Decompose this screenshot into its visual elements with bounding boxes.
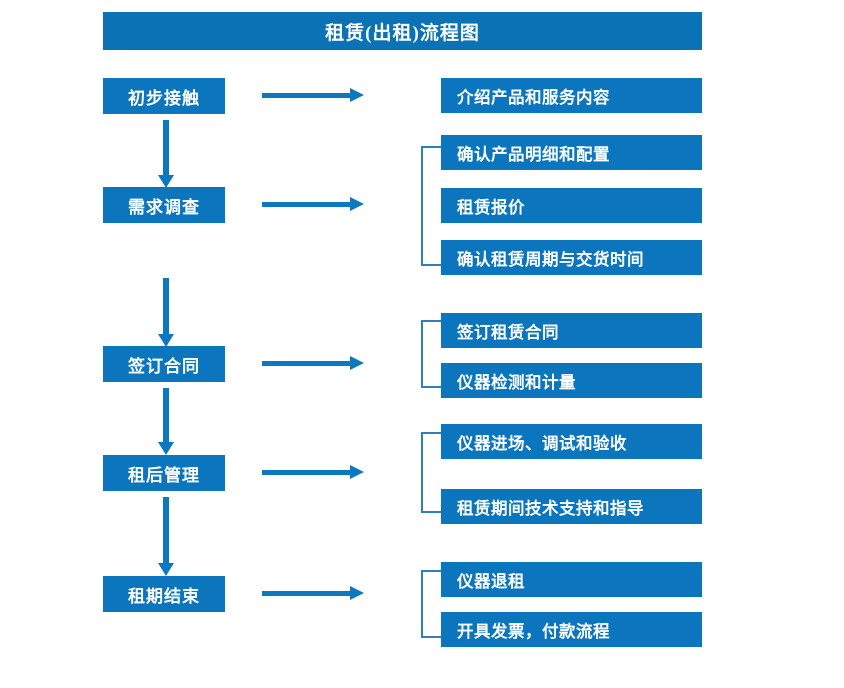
- arrow-head-icon: [350, 586, 364, 600]
- vertical-arrow-4: [158, 497, 174, 577]
- arrow-head-icon: [350, 88, 364, 102]
- horizontal-arrow-5: [262, 586, 364, 600]
- horizontal-arrow-1: [262, 88, 364, 102]
- horizontal-arrow-2: [262, 197, 364, 211]
- arrow-shaft: [163, 278, 169, 334]
- page-title: 租赁(出租)流程图: [103, 12, 702, 50]
- arrow-shaft: [262, 202, 352, 207]
- arrow-shaft: [262, 93, 352, 98]
- stage-box-5[interactable]: 租期结束: [103, 576, 225, 612]
- arrow-shaft: [262, 470, 352, 475]
- detail-box-4[interactable]: 确认租赁周期与交货时间: [441, 240, 702, 275]
- group-bracket-demand: [421, 146, 441, 266]
- detail-box-5[interactable]: 签订租赁合同: [441, 313, 702, 348]
- arrow-head-icon: [158, 175, 174, 188]
- arrow-shaft: [163, 120, 169, 175]
- arrow-head-icon: [158, 334, 174, 347]
- stage-box-3[interactable]: 签订合同: [103, 346, 225, 382]
- detail-box-6[interactable]: 仪器检测和计量: [441, 363, 702, 398]
- horizontal-arrow-3: [262, 356, 364, 370]
- arrow-shaft: [262, 361, 352, 366]
- arrow-head-icon: [158, 563, 174, 576]
- vertical-arrow-3: [158, 388, 174, 456]
- detail-box-2[interactable]: 确认产品明细和配置: [441, 135, 702, 170]
- arrow-shaft: [163, 497, 169, 563]
- arrow-head-icon: [350, 465, 364, 479]
- stage-box-2[interactable]: 需求调查: [103, 187, 225, 223]
- group-bracket-contract: [421, 320, 441, 388]
- detail-box-8[interactable]: 租赁期间技术支持和指导: [441, 489, 702, 524]
- detail-box-9[interactable]: 仪器退租: [441, 562, 702, 597]
- group-bracket-end: [421, 570, 441, 638]
- detail-box-3[interactable]: 租赁报价: [441, 188, 702, 223]
- arrow-head-icon: [350, 356, 364, 370]
- vertical-arrow-1: [158, 120, 174, 188]
- stage-box-4[interactable]: 租后管理: [103, 455, 225, 491]
- arrow-head-icon: [350, 197, 364, 211]
- detail-box-10[interactable]: 开具发票，付款流程: [441, 612, 702, 647]
- arrow-shaft: [262, 591, 352, 596]
- detail-box-1[interactable]: 介绍产品和服务内容: [441, 78, 702, 113]
- vertical-arrow-2: [158, 278, 174, 348]
- detail-box-7[interactable]: 仪器进场、调试和验收: [441, 424, 702, 459]
- horizontal-arrow-4: [262, 465, 364, 479]
- arrow-shaft: [163, 388, 169, 442]
- stage-box-1[interactable]: 初步接触: [103, 78, 225, 114]
- group-bracket-management: [421, 432, 441, 513]
- arrow-head-icon: [158, 442, 174, 455]
